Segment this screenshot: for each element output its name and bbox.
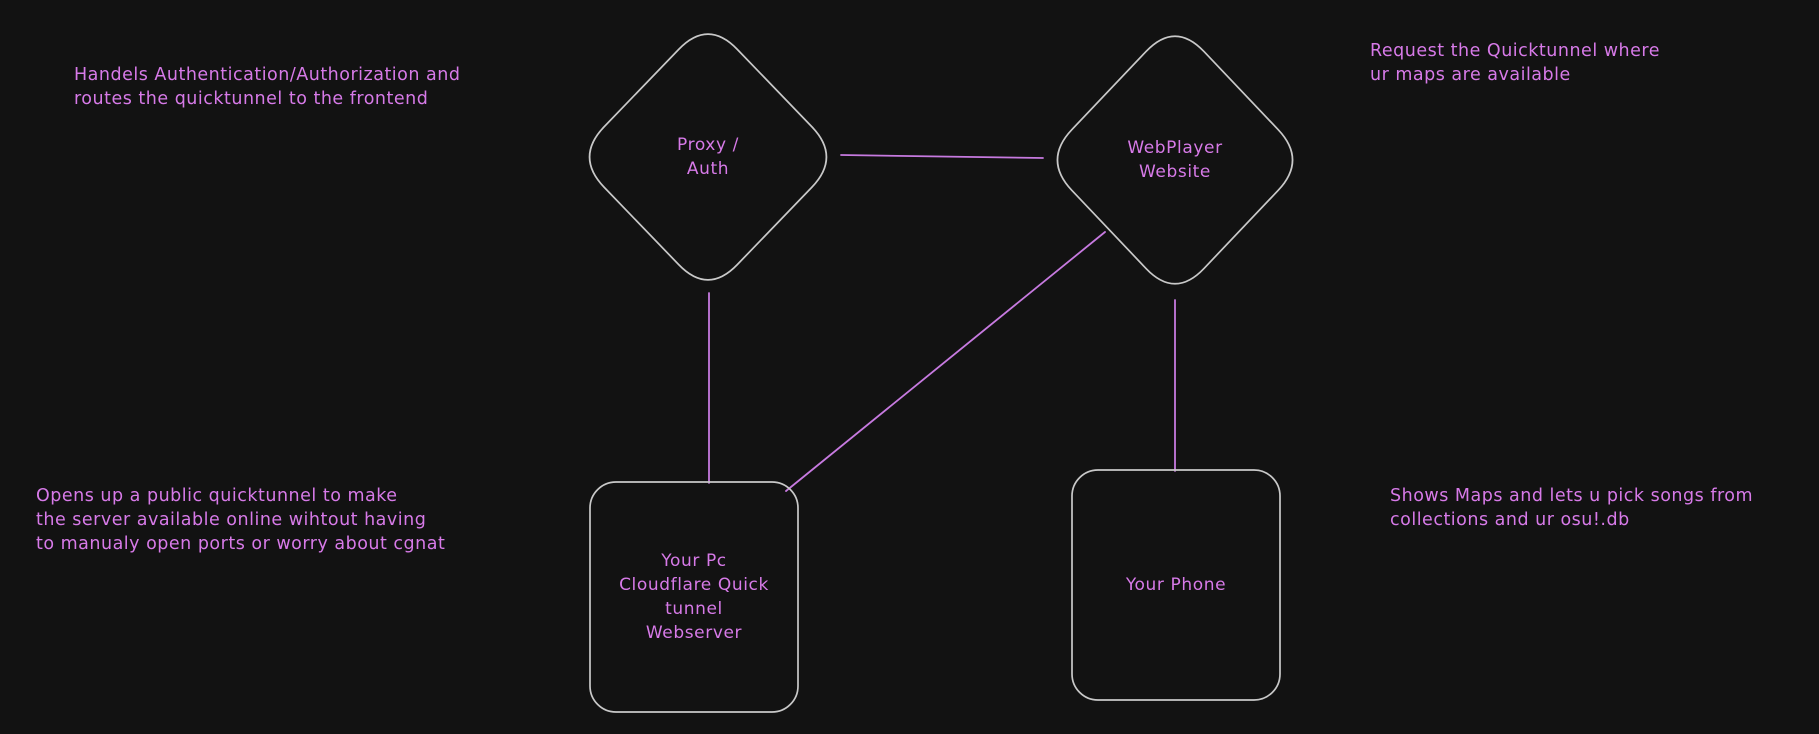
node-shape-your-pc[interactable] <box>589 481 799 713</box>
node-shape-proxy-auth[interactable] <box>588 33 828 281</box>
annotation-your-phone: Shows Maps and lets u pick songs from co… <box>1390 486 1754 530</box>
edges-group <box>708 154 1176 492</box>
nodes-group <box>588 33 1294 713</box>
edge-your-pc-to-webplayer[interactable] <box>785 231 1106 492</box>
node-shape-your-phone[interactable] <box>1071 469 1281 701</box>
node-shape-webplayer-website[interactable] <box>1056 35 1294 285</box>
annotation-your-pc: Opens up a public quicktunnel to make th… <box>36 486 446 554</box>
edge-proxy-to-webplayer[interactable] <box>840 154 1044 159</box>
annotation-webplayer: Request the Quicktunnel where ur maps ar… <box>1370 41 1660 85</box>
annotation-proxy-auth: Handels Authentication/Authorization and… <box>74 65 461 109</box>
